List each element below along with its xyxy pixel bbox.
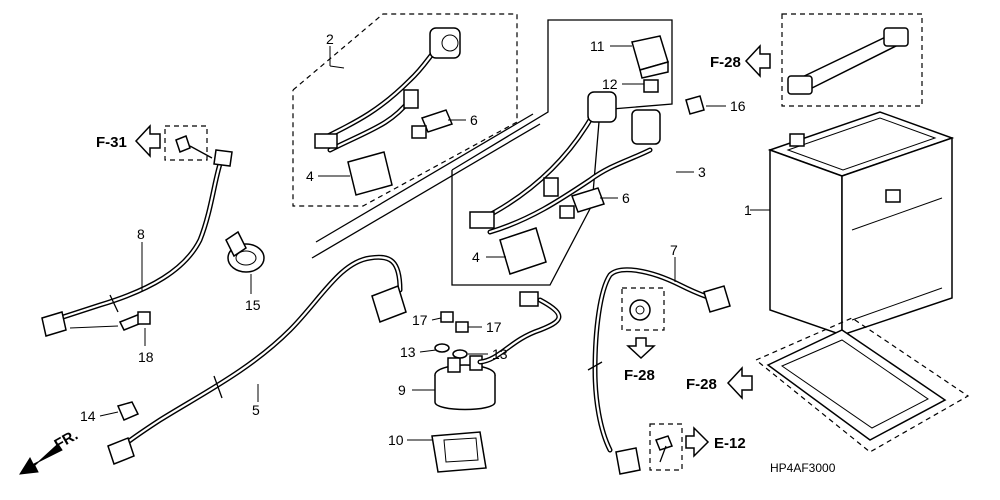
- part-5-cable: [107, 254, 407, 465]
- ref-e12: E-12: [714, 435, 746, 452]
- part-17-nuts: [440, 311, 469, 333]
- part-16-clip: [685, 95, 705, 115]
- callout-13a: 13: [400, 344, 416, 360]
- arrow-f28-strap: [744, 44, 771, 78]
- callout-8: 8: [137, 226, 145, 242]
- callout-6b: 6: [622, 190, 630, 206]
- callout-4b: 4: [472, 249, 480, 265]
- callout-12: 12: [602, 76, 618, 92]
- bolt-detail: [649, 423, 710, 471]
- callout-18: 18: [138, 349, 154, 365]
- sub-harness-2: [292, 13, 518, 207]
- section-line: [315, 113, 534, 243]
- callout-9: 9: [398, 382, 406, 398]
- sub-harness-3: [451, 19, 673, 286]
- callout-17b: 17: [486, 319, 502, 335]
- section-line: [311, 123, 541, 259]
- callout-4a: 4: [306, 168, 314, 184]
- arrow-f31: [134, 124, 161, 158]
- callout-5: 5: [252, 402, 260, 418]
- ref-f28-tray: F-28: [686, 376, 717, 393]
- ref-f28-clamp: F-28: [624, 367, 655, 384]
- callout-10: 10: [388, 432, 404, 448]
- clamp-detail: [621, 287, 665, 360]
- part-13-washers: [434, 343, 468, 359]
- part-8-cable: [41, 125, 233, 337]
- part-15-band: [225, 230, 265, 273]
- part-11-connector: [631, 35, 669, 79]
- part-14-nut: [116, 401, 140, 421]
- part-12-cap: [643, 79, 659, 93]
- front-direction-icon: FR.: [19, 427, 81, 475]
- callout-7: 7: [670, 242, 678, 258]
- callout-11: 11: [590, 38, 605, 54]
- leader-lines: [99, 45, 770, 441]
- callout-6a: 6: [470, 112, 478, 128]
- part-9-relay: [434, 291, 562, 411]
- callout-3: 3: [698, 164, 706, 180]
- ref-f31: F-31: [96, 134, 127, 151]
- arrow-f28-tray: [726, 366, 753, 400]
- callout-13b: 13: [492, 346, 508, 362]
- callout-2: 2: [326, 31, 334, 47]
- callout-15: 15: [245, 297, 261, 313]
- callout-1: 1: [744, 202, 752, 218]
- callout-14: 14: [80, 408, 96, 424]
- part-10-cover: [431, 431, 487, 473]
- callout-17a: 17: [412, 312, 428, 328]
- drawing-code: HP4AF3000: [770, 461, 836, 475]
- battery-tray: [754, 317, 970, 453]
- part-7-cable: [587, 267, 731, 475]
- callout-16: 16: [730, 98, 746, 114]
- battery: [767, 111, 955, 337]
- ref-f28-strap: F-28: [710, 54, 741, 71]
- battery-strap: [781, 13, 923, 107]
